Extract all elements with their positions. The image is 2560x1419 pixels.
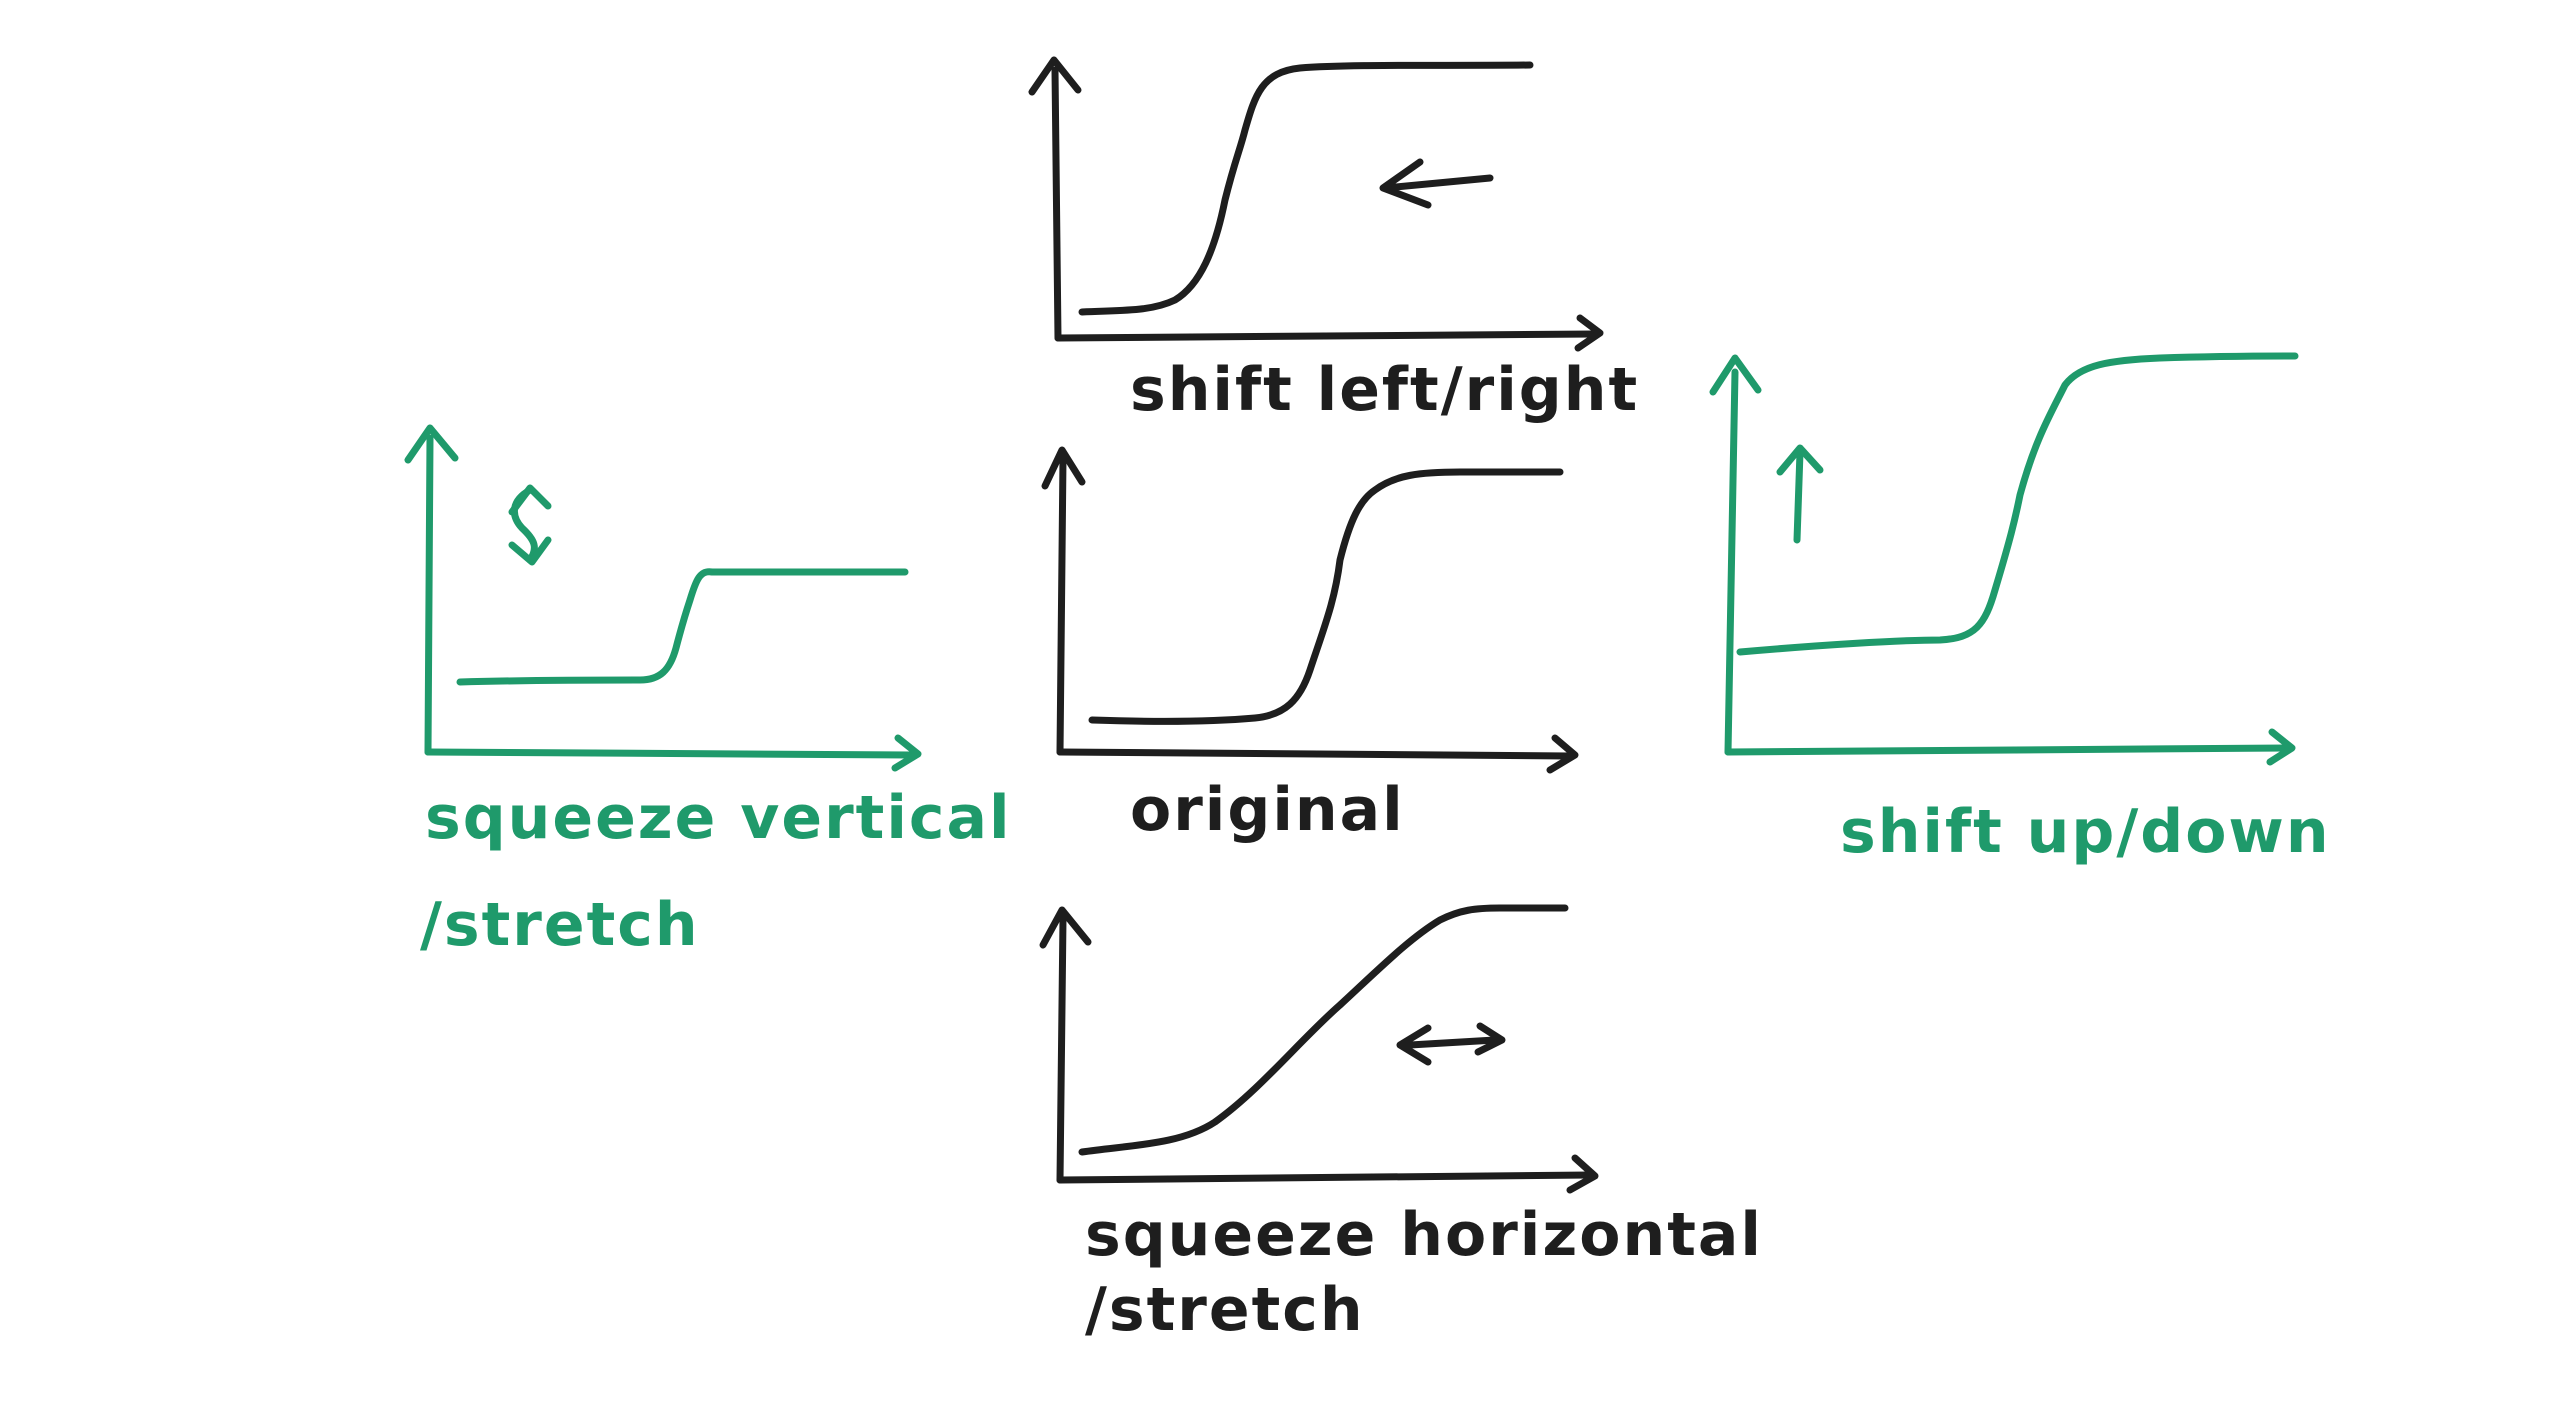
panel-squeeze-horizontal: squeeze horizontal /stretch: [1039, 904, 1763, 1345]
stretched-sigmoid-curve: [1078, 904, 1569, 1156]
label-squeeze-vertical-line2: /stretch: [420, 890, 700, 960]
panel-original: original: [1041, 446, 1579, 845]
x-axis-arrowhead: [1566, 1154, 1599, 1194]
label-original: original: [1130, 775, 1405, 845]
y-axis: [1056, 914, 1067, 1184]
y-axis-arrowhead: [1709, 354, 1762, 396]
y-axis: [1051, 66, 1062, 342]
label-squeeze-horizontal-line2: /stretch: [1085, 1275, 1365, 1345]
y-axis-arrowhead: [1028, 56, 1082, 96]
x-axis-arrowhead: [2266, 728, 2296, 766]
label-squeeze-vertical-line1: squeeze vertical: [425, 783, 1012, 853]
shifted-up-sigmoid-curve: [1736, 352, 2299, 656]
y-axis-arrowhead: [1039, 906, 1092, 949]
x-axis: [1724, 744, 2294, 756]
panel-shift-up-down: shift up/down: [1709, 352, 2331, 867]
label-shift-up-down: shift up/down: [1840, 797, 2331, 867]
label-squeeze-horizontal-line1: squeeze horizontal: [1085, 1200, 1763, 1270]
sigmoid-curve: [1088, 468, 1564, 725]
x-axis: [1056, 748, 1574, 760]
y-axis-arrowhead: [404, 424, 459, 464]
up-arrow-icon: [1776, 444, 1824, 544]
panel-squeeze-vertical: squeeze vertical /stretch: [404, 424, 1012, 960]
double-vertical-arrow-icon: [508, 484, 552, 566]
x-axis-arrowhead: [891, 734, 922, 772]
sigmoid-curve: [1078, 61, 1534, 316]
y-axis: [1056, 454, 1067, 756]
left-arrow-icon: [1379, 158, 1494, 209]
x-axis: [1054, 330, 1599, 342]
panel-shift-left-right: shift left/right: [1028, 56, 1639, 425]
x-axis-arrowhead: [1574, 314, 1604, 352]
x-axis-arrowhead: [1546, 734, 1579, 774]
y-axis: [1724, 368, 1739, 756]
y-axis-arrowhead: [1041, 446, 1086, 490]
label-shift-left-right: shift left/right: [1130, 355, 1639, 425]
double-horizontal-arrow-icon: [1396, 1022, 1506, 1066]
x-axis: [1056, 1171, 1594, 1184]
y-axis: [424, 434, 434, 756]
squeezed-sigmoid-curve: [456, 568, 909, 686]
x-axis: [424, 748, 916, 759]
